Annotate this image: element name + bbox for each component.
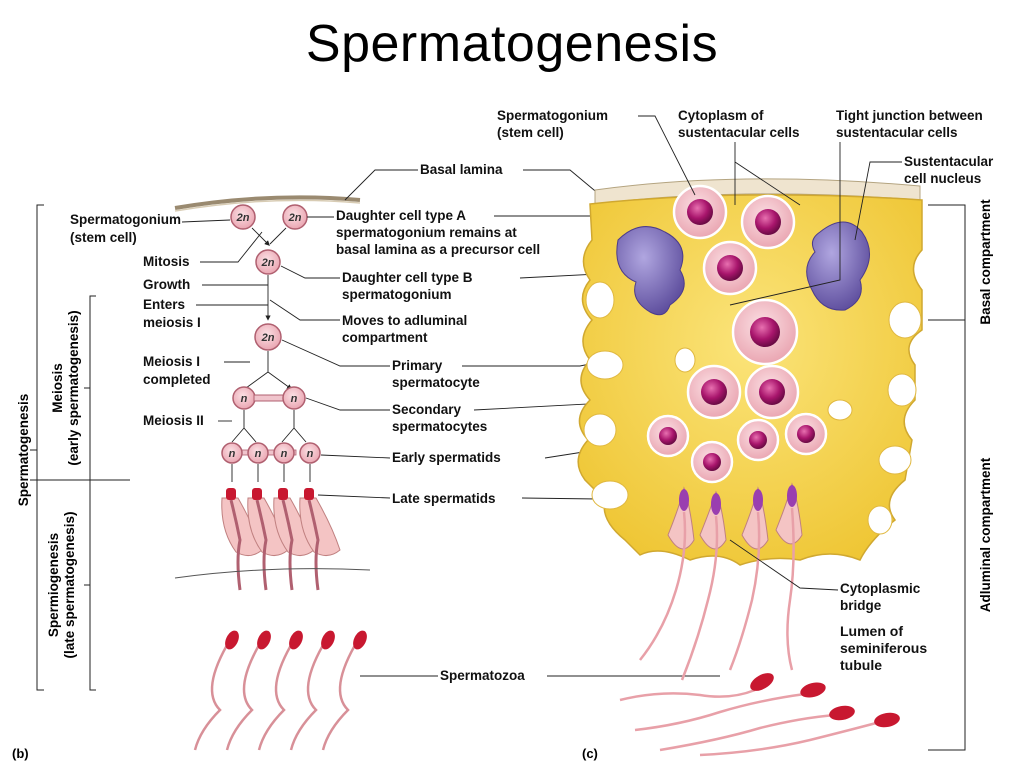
panel-c: Basal compartment Adluminal compartment … [497,108,994,761]
meiosis-side-label: Meiosis [50,363,65,413]
spermatozoa-b [193,630,367,751]
svg-text:n: n [307,448,314,460]
early-spermatogenesis-side-label: (early spermatogenesis) [66,310,81,465]
panel-b-letter: (b) [12,746,29,761]
basal-compartment-label: Basal compartment [978,199,993,325]
lumen-label-2: seminiferous [840,640,927,656]
spermatogonium-label-b: Spermatogonium [70,212,181,227]
meiosis-i-label: meiosis I [143,315,201,330]
daughter-a-label-1: Daughter cell type A [336,208,466,223]
meiosis-i-completed-label-1: Meiosis I [143,354,200,369]
page-title: Spermatogenesis [305,15,719,73]
early-spermatids-b: n n n n [221,442,321,464]
svg-text:n: n [229,448,236,460]
spermatozoa-label: Spermatozoa [440,668,525,683]
tight-junction-label-1: Tight junction between [836,108,983,123]
adluminal-compartment-label: Adluminal compartment [978,457,993,612]
stem-cell-label-c: (stem cell) [497,125,564,140]
svg-text:n: n [291,393,298,405]
meiosis-i-completed-label-2: completed [143,372,211,387]
basal-lamina-label: Basal lamina [420,162,503,177]
moves-label-1: Moves to adluminal [342,313,467,328]
cytoplasmic-bridge-label-1: Cytoplasmic [840,581,921,596]
daughter-a-label-2: spermatogonium remains at [336,225,517,240]
lumen-label-3: tubule [840,657,882,673]
daughter-b-label-1: Daughter cell type B [342,270,473,285]
late-spermatids-b [221,488,341,591]
svg-text:n: n [281,448,288,460]
svg-text:n: n [241,393,248,405]
tight-junction-label-2: sustentacular cells [836,125,958,140]
cell-spermatogonium-a: 2n [230,204,256,230]
spermiogenesis-side-label: Spermiogenesis [46,533,61,637]
sustentacular-nucleus-label-2: cell nucleus [904,171,981,186]
bracket-spermatogenesis [36,204,44,691]
bracket-meiosis [89,295,96,481]
meiosis-ii-label: Meiosis II [143,413,204,428]
cytoplasmic-bridge-label-2: bridge [840,598,882,613]
bracket-adluminal-compartment [928,319,966,751]
spermatogenesis-side-label: Spermatogenesis [16,394,31,507]
enters-label: Enters [143,297,185,312]
basal-lamina-b [174,195,361,210]
cell-type-b: 2n [255,249,281,275]
sustentacular-nucleus-right [806,221,870,311]
stem-cell-label-b: (stem cell) [70,230,137,245]
spermatogonium-label-c: Spermatogonium [497,108,608,123]
svg-text:n: n [255,448,262,460]
germ-cells-c [646,184,828,484]
late-spermatids-label: Late spermatids [392,491,496,506]
daughter-b-label-2: spermatogonium [342,287,452,302]
panel-c-letter: (c) [582,746,598,761]
early-spermatids-label: Early spermatids [392,450,501,465]
cytoplasm-label-2: sustentacular cells [678,125,800,140]
lumen-label-1: Lumen of [840,623,903,639]
svg-text:2n: 2n [236,212,250,224]
bracket-spermiogenesis [89,479,96,691]
moves-label-2: compartment [342,330,428,345]
mitosis-label: Mitosis [143,254,190,269]
cytoplasm-label-1: Cytoplasm of [678,108,764,123]
sustentacular-nucleus-left [616,226,685,316]
sustentacular-nucleus-label-1: Sustentacular [904,154,994,169]
svg-text:2n: 2n [261,332,275,344]
cell-secondary-spermatocyte-1: n [232,386,256,410]
spermatozoa-c [619,673,900,757]
secondary-label-1: Secondary [392,402,462,417]
late-spermatids-c [639,482,803,681]
late-spermatogenesis-side-label: (late spermatogenesis) [62,511,77,658]
secondary-label-2: spermatocytes [392,419,487,434]
bracket-basal-compartment [928,204,966,321]
cell-primary-spermatocyte-b: 2n [254,323,282,351]
primary-label-2: spermatocyte [392,375,480,390]
primary-label-1: Primary [392,358,443,373]
daughter-a-label-3: basal lamina as a precursor cell [336,242,540,257]
cell-secondary-spermatocyte-2: n [282,386,306,410]
svg-text:2n: 2n [288,212,302,224]
growth-label: Growth [143,277,190,292]
svg-text:2n: 2n [261,257,275,269]
panel-b: Spermatogenesis Meiosis (early spermatog… [12,195,371,761]
cell-spermatogonium-b: 2n [282,204,308,230]
